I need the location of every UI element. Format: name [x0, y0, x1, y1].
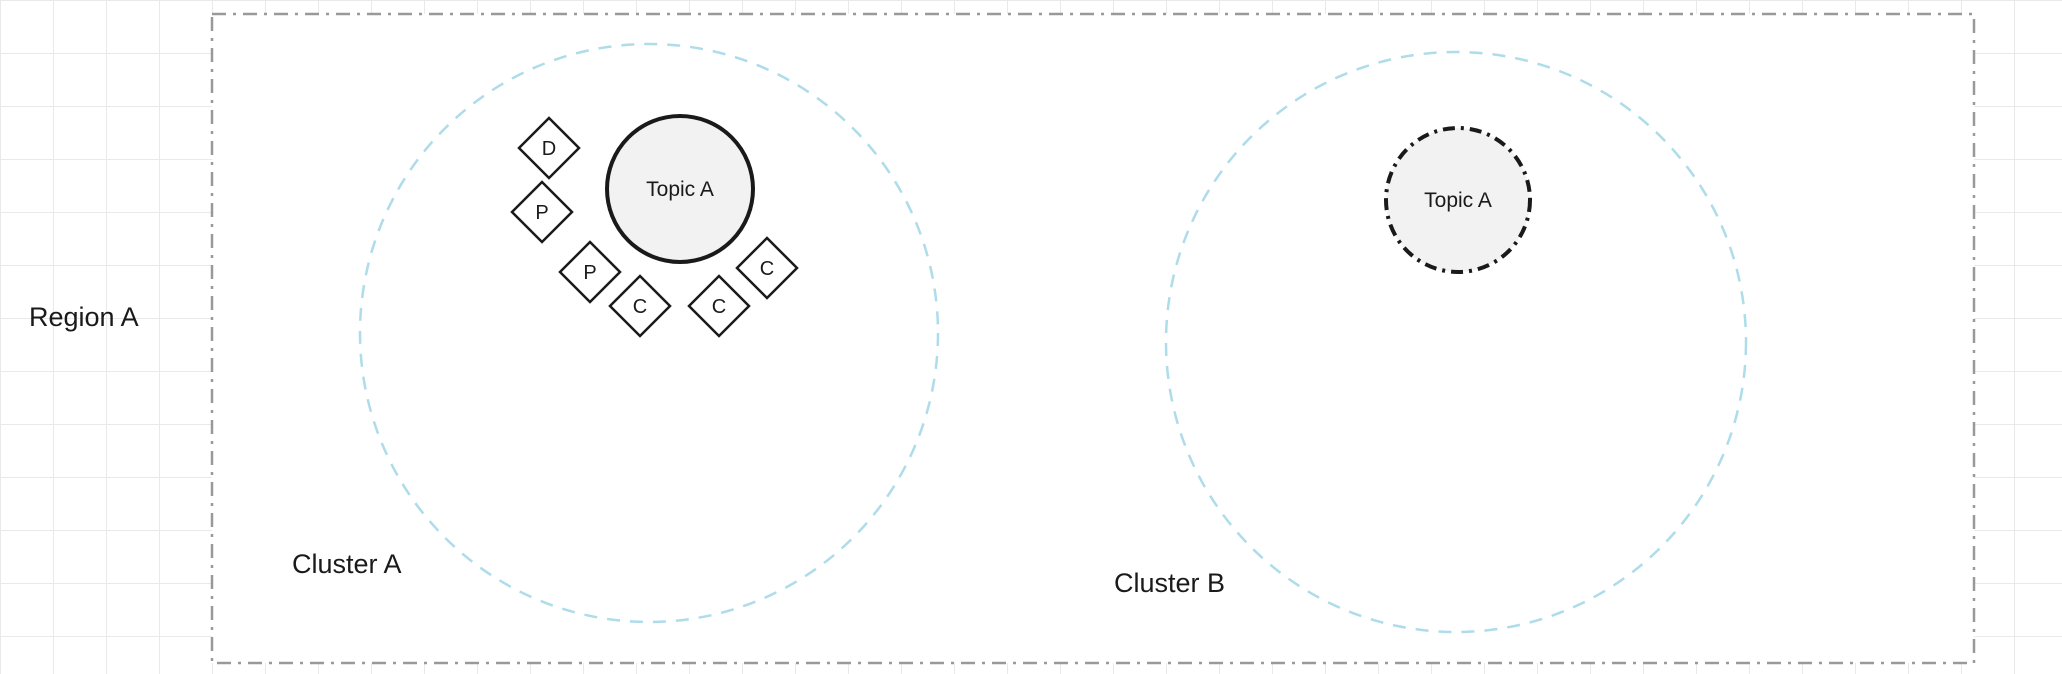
- node-d-diamond[interactable]: [517, 116, 581, 180]
- node-c2-letter: C: [712, 296, 726, 318]
- node-p-2[interactable]: P: [558, 240, 622, 304]
- cluster-b-boundary[interactable]: [1164, 50, 1748, 634]
- cluster-a-boundary[interactable]: [358, 42, 940, 624]
- topic-circle-solid[interactable]: [605, 114, 755, 264]
- node-c-1[interactable]: C: [608, 274, 672, 338]
- node-d[interactable]: D: [517, 116, 581, 180]
- node-c1-letter: C: [633, 296, 647, 318]
- cluster-a-label: Cluster A: [292, 549, 402, 579]
- region-a-boundary[interactable]: [210, 12, 1976, 665]
- node-p-1[interactable]: P: [510, 180, 574, 244]
- node-p2-diamond[interactable]: [558, 240, 622, 304]
- node-d-letter: D: [542, 138, 556, 160]
- node-c2-diamond[interactable]: [687, 274, 751, 338]
- topic-node-cluster-a[interactable]: Topic A: [605, 114, 755, 264]
- cluster-b-label: Cluster B: [1114, 568, 1225, 598]
- node-p1-letter: P: [535, 202, 548, 224]
- topic-node-cluster-b[interactable]: Topic A: [1384, 126, 1532, 274]
- node-p2-letter: P: [583, 262, 596, 284]
- node-c3-letter: C: [760, 258, 774, 280]
- topic-a-label-cluster-a: Topic A: [646, 178, 714, 201]
- region-a-label: Region A: [29, 302, 139, 332]
- node-c-3[interactable]: C: [735, 236, 799, 300]
- node-p1-diamond[interactable]: [510, 180, 574, 244]
- node-c3-diamond[interactable]: [735, 236, 799, 300]
- topic-circle-dashdot[interactable]: [1384, 126, 1532, 274]
- node-c-2[interactable]: C: [687, 274, 751, 338]
- node-c1-diamond[interactable]: [608, 274, 672, 338]
- topic-a-label-cluster-b: Topic A: [1424, 189, 1492, 212]
